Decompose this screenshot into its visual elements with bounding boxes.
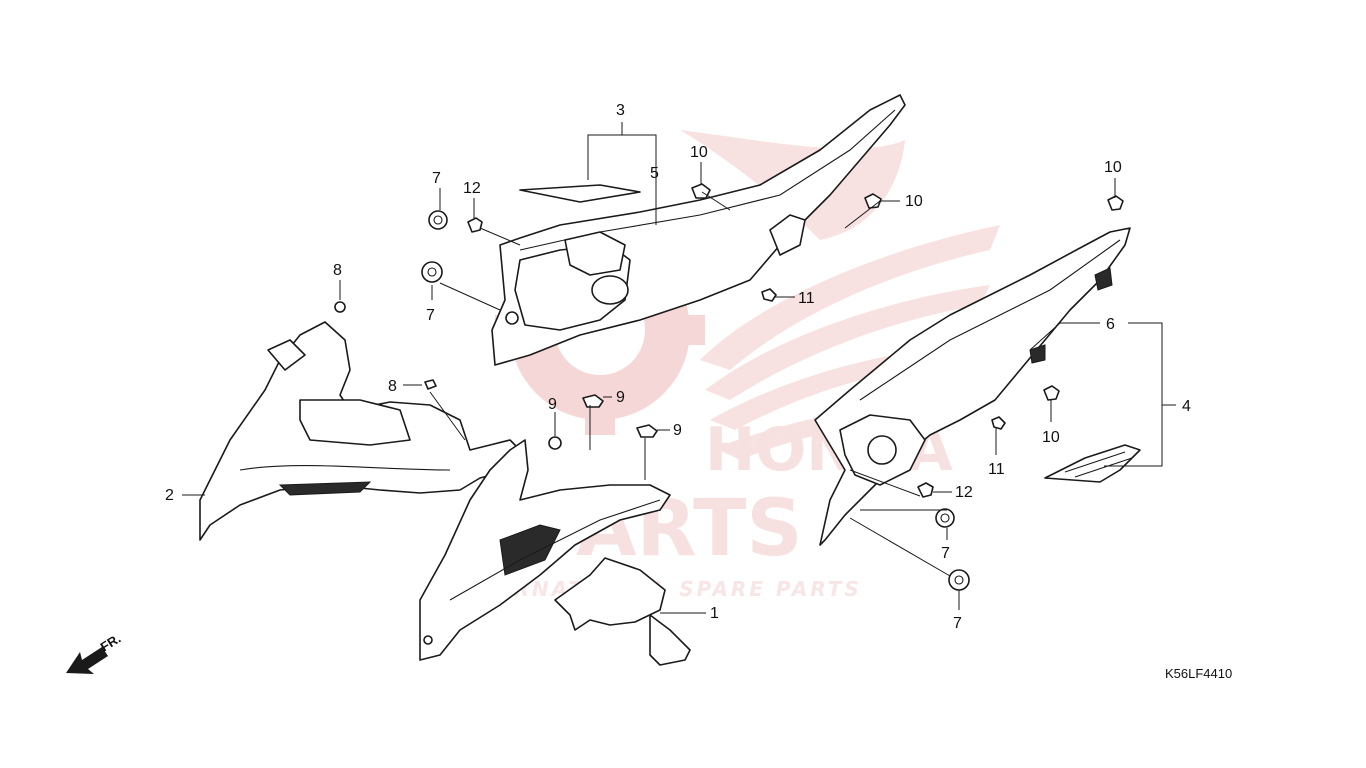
callout-10-right-top: 10 <box>1104 159 1122 176</box>
grommet-7c <box>935 508 955 528</box>
callout-9-a: 9 <box>548 396 557 413</box>
bolt-12-upper <box>467 217 483 233</box>
front-arrow-icon <box>66 647 108 674</box>
decal-stripe-lines <box>1064 451 1133 478</box>
rivet-8-upper <box>334 301 346 313</box>
part-left-side-cover <box>199 321 521 541</box>
callout-5: 5 <box>650 165 659 182</box>
grommet-7d <box>948 569 970 591</box>
callout-3: 3 <box>616 102 625 119</box>
front-direction-indicator: FR. <box>66 631 123 674</box>
callout-7-upper-b: 7 <box>426 307 435 324</box>
callout-9-c: 9 <box>673 422 682 439</box>
nut-9-a <box>548 436 562 450</box>
leader-lines <box>182 122 1176 614</box>
callout-2: 2 <box>165 487 174 504</box>
callout-7-right-b: 7 <box>953 615 962 632</box>
nut-11-upper <box>761 288 777 302</box>
decal-strip-right <box>1044 444 1141 483</box>
grommet-7a <box>428 210 448 230</box>
part-bracket <box>554 557 691 666</box>
callout-10-upper-b: 10 <box>905 193 923 210</box>
rivet-8-lower <box>424 379 437 390</box>
callout-1: 1 <box>710 605 719 622</box>
part-upper-cowl <box>491 94 906 366</box>
part-inner-lower-panel <box>419 439 671 661</box>
callouts: 3 5 10 10 7 12 10 8 7 11 6 4 8 9 9 9 10 … <box>165 102 1191 632</box>
callout-10-right-mid: 10 <box>1042 429 1060 446</box>
callout-11-upper: 11 <box>798 290 815 307</box>
callout-4: 4 <box>1182 398 1191 415</box>
callout-7-upper-a: 7 <box>432 170 441 187</box>
grommet-7b <box>421 261 443 283</box>
callout-9-b: 9 <box>616 389 625 406</box>
screw-9-b <box>582 394 604 408</box>
callout-12-upper: 12 <box>463 180 481 197</box>
clip-10-right-b <box>1043 385 1060 401</box>
callout-8-upper: 8 <box>333 262 342 279</box>
screw-9-c <box>636 424 658 438</box>
callout-11-right: 11 <box>988 461 1005 478</box>
callout-7-right-a: 7 <box>941 545 950 562</box>
bolt-12-right <box>917 482 934 498</box>
clip-10-right-a <box>1107 195 1124 211</box>
nut-11-right <box>991 416 1006 430</box>
part-right-side-cover <box>814 227 1131 546</box>
callout-12-right: 12 <box>955 484 973 501</box>
callout-6: 6 <box>1106 316 1115 333</box>
diagram-code: K56LF4410 <box>1165 666 1232 681</box>
callout-10-upper-a: 10 <box>690 144 708 161</box>
callout-8-lower: 8 <box>388 378 397 395</box>
fasteners <box>334 183 1124 591</box>
clip-10-upper-b <box>864 193 882 209</box>
decal-strip-upper <box>519 184 641 203</box>
